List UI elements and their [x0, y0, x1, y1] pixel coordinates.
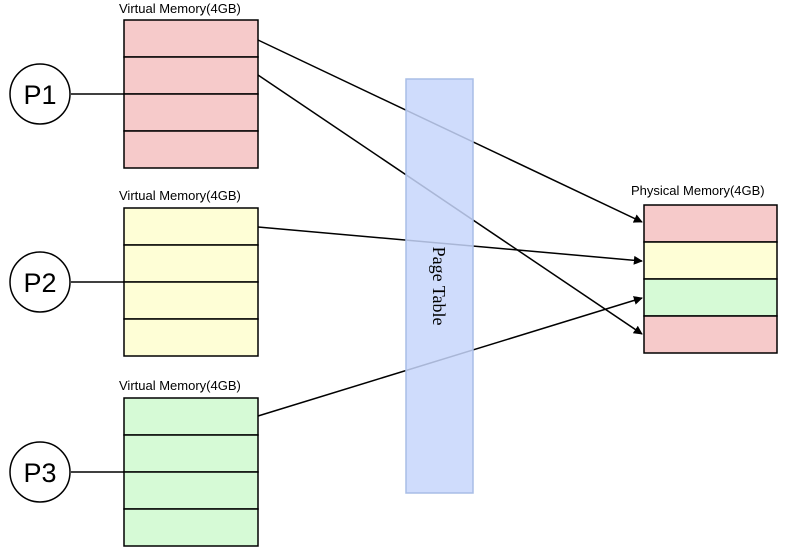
p1-page-3: [123, 130, 259, 169]
p2-page-1: [123, 244, 259, 283]
p3-process-node: [9, 441, 71, 503]
process-p1-group: Virtual Memory(4GB) P1: [9, 1, 259, 169]
p2-process-label: P2: [23, 268, 56, 298]
p3-page-1: [123, 434, 259, 473]
p1-process-node: [9, 63, 71, 125]
p1-virtual-memory-block: [123, 19, 259, 169]
p3-page-2: [123, 471, 259, 510]
p1-page-0: [123, 19, 259, 58]
process-p3-group: Virtual Memory(4GB) P3: [9, 378, 259, 547]
p2-page-2: [123, 281, 259, 320]
p2-process-node: [9, 251, 71, 313]
physical-memory-block: [643, 204, 778, 354]
page-table-label: Page Table: [429, 247, 449, 326]
p2-virtual-memory-block: [123, 207, 259, 357]
p2-page-0: [123, 207, 259, 246]
physical-frame-0: [643, 204, 778, 243]
process-p2-group: Virtual Memory(4GB) P2: [9, 188, 259, 357]
p1-page-1: [123, 56, 259, 95]
p2-page-3: [123, 318, 259, 357]
page-table: Page Table: [405, 78, 474, 494]
p1-virtual-memory-label: Virtual Memory(4GB): [119, 1, 241, 16]
p1-process-label: P1: [23, 80, 56, 110]
physical-memory-label: Physical Memory(4GB): [631, 183, 765, 198]
p3-page-0: [123, 397, 259, 436]
physical-frame-3: [643, 315, 778, 354]
p3-process-label: P3: [23, 458, 56, 488]
physical-memory-group: Physical Memory(4GB): [631, 183, 778, 354]
p2-virtual-memory-label: Virtual Memory(4GB): [119, 188, 241, 203]
p1-page-2: [123, 93, 259, 132]
p3-page-3: [123, 508, 259, 547]
page-table-bar: [405, 78, 474, 494]
physical-frame-2: [643, 278, 778, 317]
physical-frame-1: [643, 241, 778, 280]
p3-virtual-memory-label: Virtual Memory(4GB): [119, 378, 241, 393]
p3-virtual-memory-block: [123, 397, 259, 547]
